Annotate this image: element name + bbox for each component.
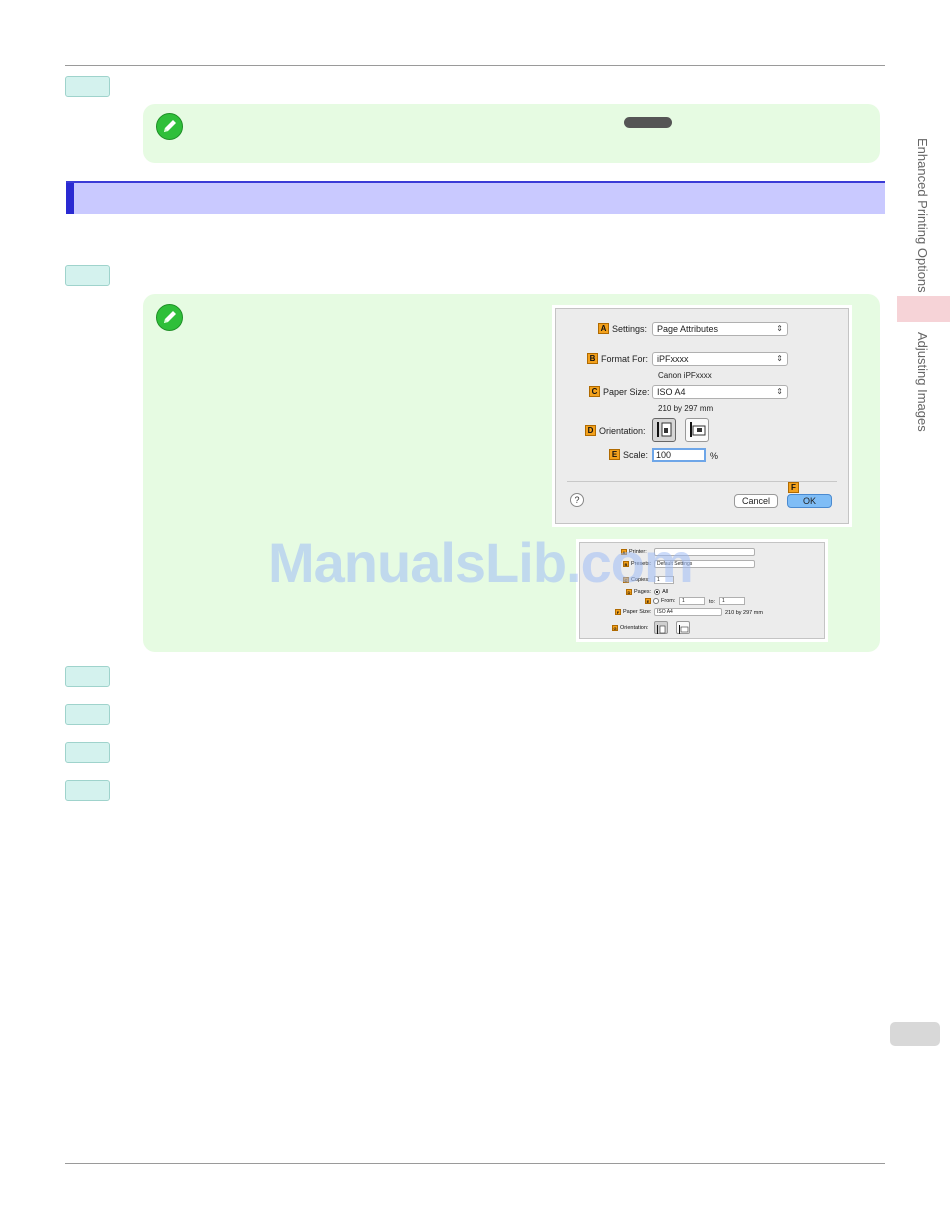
paper-size-subtext: 210 by 297 mm xyxy=(658,404,714,413)
portrait-button[interactable] xyxy=(652,418,676,442)
step-number-box xyxy=(65,265,110,286)
scale-unit: % xyxy=(710,451,719,461)
print-paper-size-label-row: F Paper Size: xyxy=(615,609,651,615)
copies-label-row: C Copies: xyxy=(623,577,650,583)
print-dialog xyxy=(579,542,825,639)
step-number-box xyxy=(65,76,110,97)
redacted-pill xyxy=(624,117,672,128)
settings-value: Page Attributes xyxy=(657,324,719,334)
scale-label: Scale: xyxy=(623,449,649,460)
settings-label: Settings: xyxy=(612,323,648,334)
scale-input[interactable]: 100 xyxy=(652,448,706,462)
format-label: Format For: xyxy=(601,353,649,364)
printer-label: Printer: xyxy=(629,549,647,555)
format-for-popup[interactable]: iPFxxxx ⇕ xyxy=(652,352,788,366)
presets-popup[interactable]: Default Settings xyxy=(654,560,755,568)
note-panel xyxy=(143,104,880,163)
settings-label-row: A Settings: xyxy=(598,323,647,334)
orientation-label-row: D Orientation: xyxy=(585,425,646,436)
page-number-tab xyxy=(890,1022,940,1046)
dialog-separator xyxy=(567,481,837,482)
print-paper-size-label: Paper Size: xyxy=(623,609,652,615)
callout-letter: B xyxy=(587,353,598,364)
footer-rule xyxy=(65,1163,885,1164)
printer-label-row: A Printer: xyxy=(621,549,647,555)
presets-value: Default Settings xyxy=(657,561,693,567)
landscape-icon xyxy=(679,625,689,634)
orientation-label: Orientation: xyxy=(599,425,646,436)
help-button[interactable]: ? xyxy=(570,493,584,507)
pages-from-label: From: xyxy=(661,598,676,604)
from-field[interactable]: 1 xyxy=(679,597,705,605)
section-heading-edge xyxy=(66,183,74,214)
copies-field[interactable]: 1 xyxy=(654,576,674,584)
paper-size-popup[interactable]: ISO A4 ⇕ xyxy=(652,385,788,399)
note-pencil-icon xyxy=(156,113,183,140)
print-orientation-label-row: G Orientation: xyxy=(612,625,648,631)
step-number-box xyxy=(65,704,110,725)
callout-letter: C xyxy=(623,577,629,583)
step-number-box xyxy=(65,666,110,687)
ok-button[interactable]: OK xyxy=(787,494,832,508)
page-setup-dialog xyxy=(555,308,849,524)
callout-letter: A xyxy=(598,323,609,334)
step-number-box xyxy=(65,780,110,801)
pages-from-row: E From: xyxy=(645,598,675,604)
pages-label-row: D Pages: All xyxy=(626,589,668,595)
paper-size-label: Paper Size: xyxy=(603,386,650,397)
format-value: iPFxxxx xyxy=(657,354,689,364)
section-heading-bar xyxy=(66,181,885,214)
paper-size-value: ISO A4 xyxy=(657,387,686,397)
header-rule xyxy=(65,65,885,66)
landscape-button[interactable] xyxy=(685,418,709,442)
printer-popup[interactable] xyxy=(654,548,755,556)
callout-letter: D xyxy=(626,589,632,595)
callout-letter: F xyxy=(615,609,621,615)
callout-letter: E xyxy=(609,449,620,460)
callout-letter: F xyxy=(788,482,799,493)
pages-all-radio[interactable] xyxy=(654,589,661,595)
callout-letter: B xyxy=(623,561,629,567)
to-label: to: xyxy=(709,599,716,605)
sidebar-active-tab[interactable] xyxy=(897,296,950,322)
updown-arrows-icon: ⇕ xyxy=(776,324,783,333)
print-landscape-button[interactable] xyxy=(676,621,690,634)
callout-letter: A xyxy=(621,549,627,555)
pages-from-radio[interactable] xyxy=(653,598,659,604)
copies-label: Copies: xyxy=(631,577,650,583)
print-paper-size-value: ISO A4 xyxy=(657,609,673,615)
note-pencil-icon xyxy=(156,304,183,331)
print-paper-size-subtext: 210 by 297 mm xyxy=(725,610,763,616)
print-orientation-label: Orientation: xyxy=(620,625,649,631)
scale-label-row: E Scale: xyxy=(609,449,648,460)
pages-all-label: All xyxy=(662,589,669,595)
format-label-row: B Format For: xyxy=(587,353,648,364)
step-number-box xyxy=(65,742,110,763)
to-field[interactable]: 1 xyxy=(719,597,745,605)
print-paper-size-popup[interactable]: ISO A4 xyxy=(654,608,722,616)
watermark: ManualsLib.com xyxy=(268,531,694,594)
sidebar-subsection-label[interactable]: Adjusting Images xyxy=(915,332,930,432)
presets-label: Presets: xyxy=(631,561,652,567)
presets-label-row: B Presets: xyxy=(623,561,651,567)
format-subtext: Canon iPFxxxx xyxy=(658,371,712,380)
pages-label: Pages: xyxy=(634,589,652,595)
updown-arrows-icon: ⇕ xyxy=(776,354,783,363)
callout-letter: C xyxy=(589,386,600,397)
settings-popup[interactable]: Page Attributes ⇕ xyxy=(652,322,788,336)
callout-letter: G xyxy=(612,625,618,631)
paper-size-label-row: C Paper Size: xyxy=(589,386,650,397)
callout-letter: D xyxy=(585,425,596,436)
updown-arrows-icon: ⇕ xyxy=(776,387,783,396)
callout-letter: E xyxy=(645,598,651,604)
cancel-button[interactable]: Cancel xyxy=(734,494,778,508)
print-portrait-button[interactable] xyxy=(654,621,668,634)
sidebar-section-label[interactable]: Enhanced Printing Options xyxy=(915,138,930,293)
portrait-icon xyxy=(657,625,666,634)
portrait-icon xyxy=(657,422,672,437)
landscape-icon xyxy=(690,422,706,437)
